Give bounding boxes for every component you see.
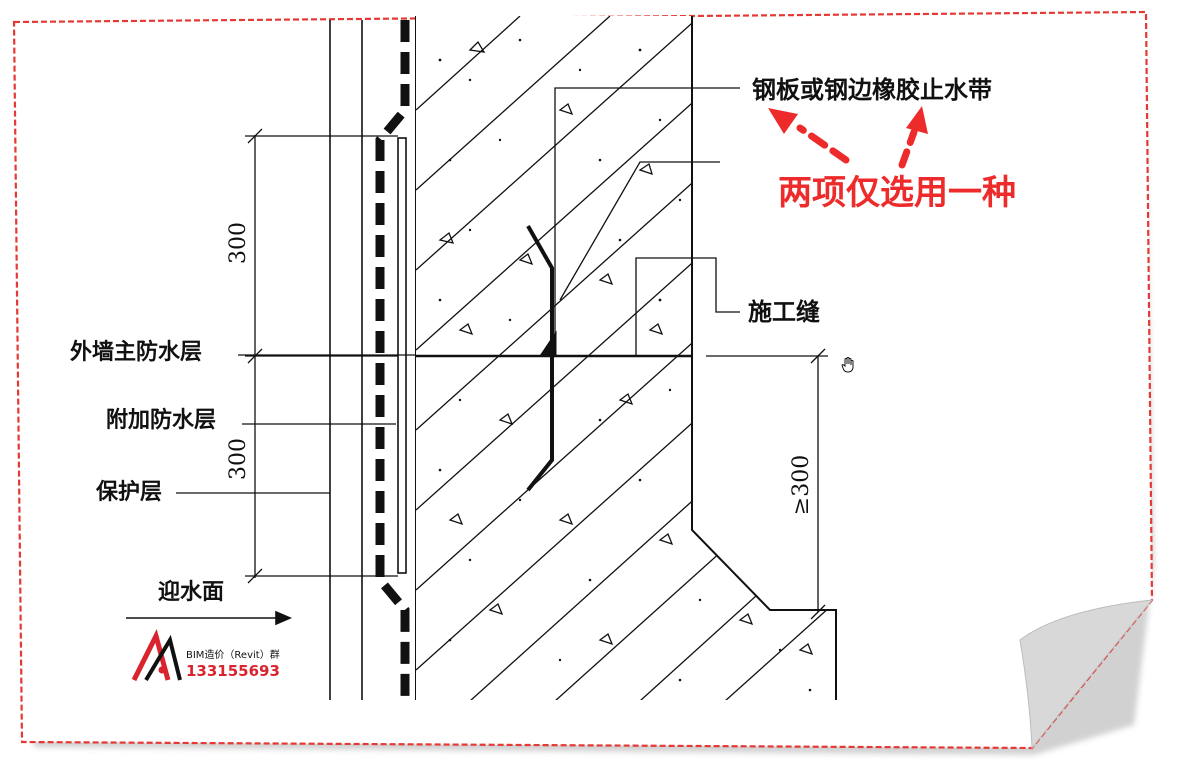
dimension-lower: 300 <box>226 438 251 480</box>
annotation-note: 两项仅选用一种 <box>778 173 1016 213</box>
construction-joint <box>416 225 692 492</box>
aggregate-stones <box>438 40 814 656</box>
leader-lines <box>176 87 740 494</box>
annotation-arrows <box>768 106 928 169</box>
dimension-upper: 300 <box>226 222 251 264</box>
dimension-lines <box>245 128 828 620</box>
logo-icon <box>131 629 182 682</box>
water-facing-arrow <box>126 610 293 626</box>
watermark-number: 133155693 <box>186 662 280 680</box>
extra-waterproof-label: 附加防水层 <box>106 408 217 433</box>
page-curl <box>1019 599 1154 750</box>
cursor-hand-icon <box>841 357 854 373</box>
watermark-text: BIM造价（Revit）群 <box>186 650 280 661</box>
waterstop-plate <box>526 225 554 492</box>
dimension-right: ≥300 <box>789 454 815 516</box>
aggregate-dots <box>438 38 812 692</box>
protective-layer-label: 保护层 <box>96 480 163 505</box>
main-waterproof-label: 外墙主防水层 <box>70 340 203 365</box>
concrete-outline <box>691 16 837 700</box>
water-facing-label: 迎水面 <box>158 580 225 605</box>
waterstop-label: 钢板或钢边橡胶止水带 <box>752 76 992 104</box>
construction-joint-label: 施工缝 <box>748 298 820 326</box>
